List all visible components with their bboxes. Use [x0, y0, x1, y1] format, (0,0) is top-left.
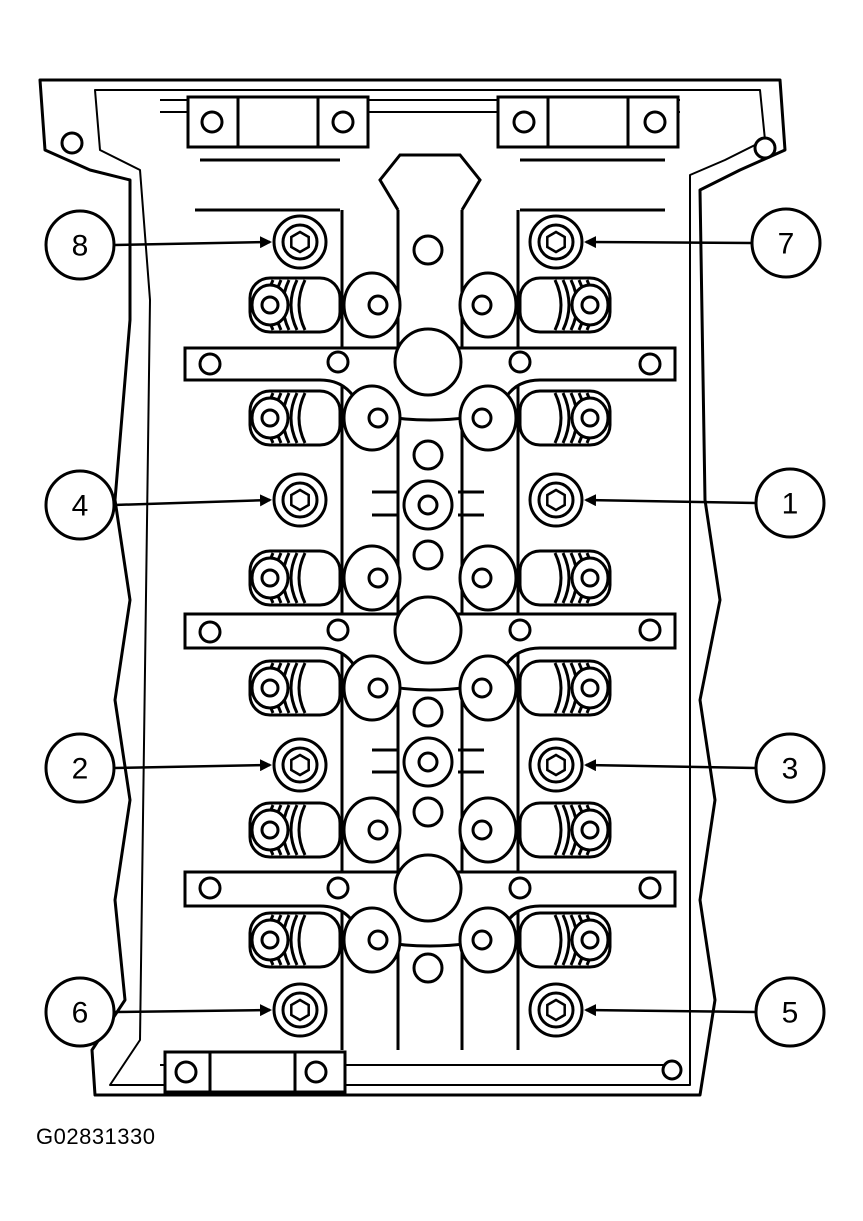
bearing-cap-1 — [183, 327, 677, 422]
callout-5: 5 — [754, 976, 826, 1048]
valve-spring — [248, 659, 342, 717]
corner-holes — [60, 131, 777, 1081]
valve-spring — [248, 801, 342, 859]
callout-6: 6 — [44, 976, 116, 1048]
head-bolt — [528, 214, 584, 270]
cam-lobe — [342, 384, 402, 452]
cam-lobe — [342, 906, 402, 974]
callout-number: 1 — [782, 488, 799, 521]
top-brackets — [186, 95, 680, 149]
cam-lobe — [458, 544, 518, 612]
cam-lobe — [458, 384, 518, 452]
callout-number: 7 — [778, 228, 795, 261]
callout-8: 8 — [44, 209, 116, 281]
cam-lobe — [458, 271, 518, 339]
valve-spring — [518, 659, 612, 717]
cam-lobe — [342, 271, 402, 339]
center-holes — [372, 234, 484, 984]
callouts: 8 7 4 1 2 3 6 5 — [44, 207, 826, 1048]
head-bolt — [528, 472, 584, 528]
callout-7: 7 — [750, 207, 822, 279]
head-bolt — [528, 982, 584, 1038]
cam-lobe — [458, 654, 518, 722]
callout-leaders — [113, 236, 757, 1017]
bottom-bracket — [163, 1050, 347, 1094]
valve-springs — [248, 271, 612, 974]
leader-line — [113, 759, 272, 772]
leader-line — [113, 236, 272, 249]
cam-lobe — [342, 654, 402, 722]
head-bolts — [272, 214, 584, 1038]
cam-lobe — [342, 544, 402, 612]
bearing-cap-2 — [183, 595, 677, 692]
leader-line — [113, 1004, 272, 1017]
valve-spring — [518, 549, 612, 607]
valve-spring — [518, 801, 612, 859]
leader-line — [584, 494, 757, 507]
callout-4: 4 — [44, 469, 116, 541]
valve-spring — [518, 911, 612, 969]
callout-number: 8 — [72, 230, 89, 263]
valve-spring — [248, 911, 342, 969]
valve-spring — [518, 276, 612, 334]
valve-spring — [248, 549, 342, 607]
leader-line — [113, 494, 272, 507]
callout-3: 3 — [754, 732, 826, 804]
figure-id: G02831330 — [36, 1124, 156, 1149]
head-bolt — [272, 472, 328, 528]
callout-number: 4 — [72, 490, 89, 523]
callout-number: 5 — [782, 997, 799, 1030]
head-bolt — [272, 214, 328, 270]
cam-lobe — [458, 796, 518, 864]
head-bolt — [272, 737, 328, 793]
head-bolt — [272, 982, 328, 1038]
callout-1: 1 — [754, 467, 826, 539]
leader-line — [584, 759, 757, 772]
valve-spring — [518, 389, 612, 447]
bearing-cap-3 — [183, 853, 677, 948]
cam-lobe — [458, 906, 518, 974]
callout-number: 2 — [72, 753, 89, 786]
callout-number: 6 — [72, 997, 89, 1030]
leader-line — [584, 1004, 757, 1017]
callout-2: 2 — [44, 732, 116, 804]
head-bolt — [528, 737, 584, 793]
valve-spring — [248, 389, 342, 447]
callout-number: 3 — [782, 753, 799, 786]
valve-spring — [248, 276, 342, 334]
cam-lobe — [342, 796, 402, 864]
leader-line — [584, 236, 753, 249]
